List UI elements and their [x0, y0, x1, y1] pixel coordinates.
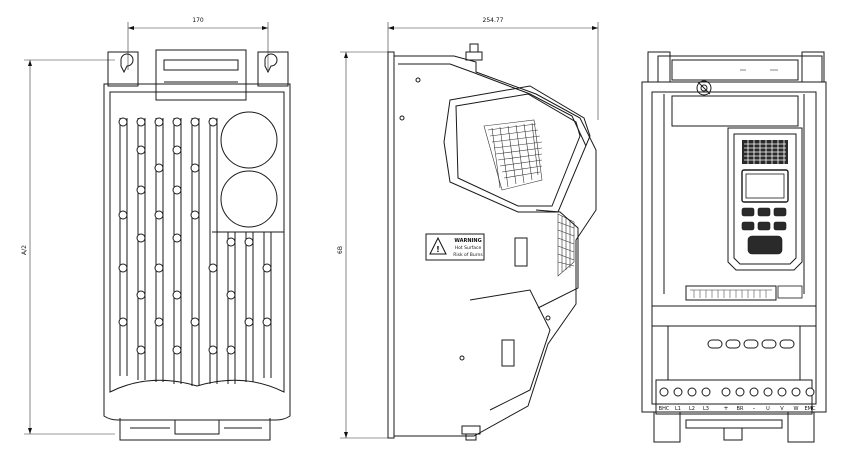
warning-line2: Risk of Burns [453, 252, 483, 258]
width-dimension-label: 170 [192, 17, 204, 24]
terminal-label-l2: L2 [689, 406, 695, 412]
front-view: BHC L1 L2 L3 + BR - U V W EMC [641, 51, 827, 443]
heatsink-fins [119, 118, 272, 386]
terminal-label-l1: L1 [675, 406, 681, 412]
terminal-label-bhc: BHC [659, 406, 670, 412]
keypad-display [741, 169, 789, 203]
terminal-label-u: U [766, 406, 770, 412]
vent-grille-lower [557, 213, 575, 277]
height-dimension-label: A/2 [21, 245, 28, 255]
vent-slots [707, 339, 795, 349]
keypad-buttons [741, 207, 787, 255]
control-terminal-strip [685, 285, 803, 301]
warning-title: WARNING [454, 238, 481, 244]
vent-grille-upper [483, 119, 543, 191]
terminal-label-l3: L3 [703, 406, 709, 412]
heatsink-screws [118, 117, 272, 355]
terminal-label-plus: + [723, 405, 728, 412]
depth-dimension-label: 254.77 [483, 17, 504, 24]
terminal-label-minus: - [753, 405, 755, 412]
keypad-speaker-grille [742, 140, 788, 164]
terminal-label-br: BR [737, 406, 744, 412]
svg-text:!: ! [436, 245, 440, 254]
power-terminal-block: BHC L1 L2 L3 + BR - U V W EMC [655, 379, 816, 415]
side-height-dimension-label: 6B [337, 246, 344, 254]
terminal-label-w: W [794, 406, 799, 412]
rear-view: 170 A/2 [21, 17, 291, 441]
warning-line1: Hot Surface [455, 245, 482, 251]
terminal-label-emc: EMC [805, 406, 816, 412]
warning-label: ! WARNING Hot Surface Risk of Burns [425, 233, 485, 261]
terminal-label-v: V [780, 406, 784, 412]
side-view: 254.77 6B [337, 17, 599, 441]
